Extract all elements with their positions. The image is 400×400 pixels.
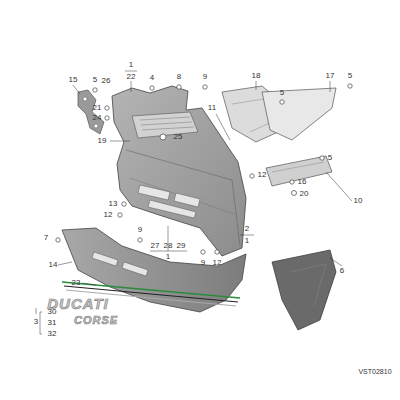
callout-number: 8 xyxy=(177,73,181,81)
callout-number: 1 xyxy=(166,253,170,261)
callout-number: 19 xyxy=(98,137,107,145)
callout-number: 18 xyxy=(252,72,261,80)
drawing-code: VST02810 xyxy=(358,368,391,375)
callout-number: 1 xyxy=(129,61,133,69)
callout-number: 22 xyxy=(127,73,136,81)
callout-number: 9 xyxy=(203,73,207,81)
callout-number: 25 xyxy=(174,133,183,141)
callout-number: 20 xyxy=(300,190,309,198)
callout-number: 9 xyxy=(138,226,142,234)
callout-number: 27 xyxy=(151,242,160,250)
callout-number: 12 xyxy=(258,171,267,179)
callout-number: 23 xyxy=(72,279,81,287)
callout-number: 2 xyxy=(245,225,249,233)
callout-number: 32 xyxy=(48,330,57,338)
callout-number: 13 xyxy=(109,200,118,208)
callout-number: 28 xyxy=(164,242,173,250)
callout-number: 29 xyxy=(177,242,186,250)
callout-number: 16 xyxy=(298,178,307,186)
callout-number: 4 xyxy=(150,74,154,82)
decal-text: CORSE xyxy=(74,315,118,326)
callout-number: 9 xyxy=(201,259,205,267)
callout-number: 12 xyxy=(213,259,222,267)
callout-number: 3 xyxy=(34,318,38,326)
callout-number: 5 xyxy=(348,72,352,80)
callout-number: 5 xyxy=(93,76,97,84)
callout-number: 12 xyxy=(104,211,113,219)
callout-number: 7 xyxy=(44,234,48,242)
callout-number: 24 xyxy=(93,114,102,122)
callout-number: 31 xyxy=(48,319,57,327)
callout-number: 5 xyxy=(280,89,284,97)
callout-number: 5 xyxy=(328,154,332,162)
callout-number: 15 xyxy=(69,76,78,84)
callout-number: 1 xyxy=(245,237,249,245)
callout-number: 11 xyxy=(208,104,216,112)
callout-number: 14 xyxy=(49,261,58,269)
callout-number: 10 xyxy=(354,197,363,205)
callout-number: 17 xyxy=(326,72,335,80)
callout-number: 21 xyxy=(93,104,102,112)
callout-number: 6 xyxy=(340,267,344,275)
callout-number: 26 xyxy=(102,77,111,85)
decal-text: DUCATI xyxy=(47,296,109,311)
